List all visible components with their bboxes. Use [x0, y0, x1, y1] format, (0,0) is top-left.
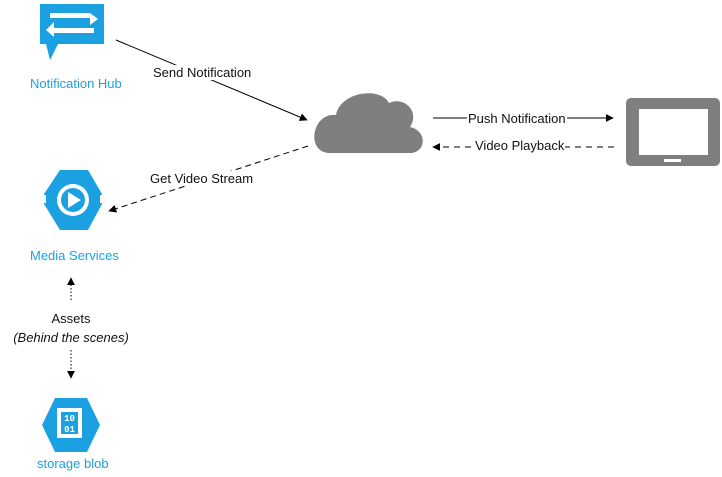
blob-glyph-bottom: 01	[64, 425, 75, 435]
media-services-icon	[38, 170, 108, 230]
assets-label: Assets	[50, 311, 92, 326]
assets-note-label: (Behind the scenes)	[12, 330, 130, 345]
storage-blob-icon: 10 01	[42, 398, 100, 452]
media-services-label: Media Services	[30, 248, 119, 263]
blob-glyph-top: 10	[64, 414, 75, 424]
push-notification-label: Push Notification	[467, 111, 567, 126]
send-notification-arrow	[115, 39, 308, 121]
tablet-icon	[626, 98, 720, 166]
video-playback-label: Video Playback	[474, 138, 566, 153]
notification-hub-label: Notification Hub	[30, 76, 122, 91]
cloud-icon	[314, 93, 423, 153]
send-notification-label: Send Notification	[152, 65, 253, 80]
notification-hub-icon	[40, 4, 104, 60]
get-video-stream-label: Get Video Stream	[149, 171, 255, 186]
storage-blob-label: storage blob	[37, 456, 109, 471]
